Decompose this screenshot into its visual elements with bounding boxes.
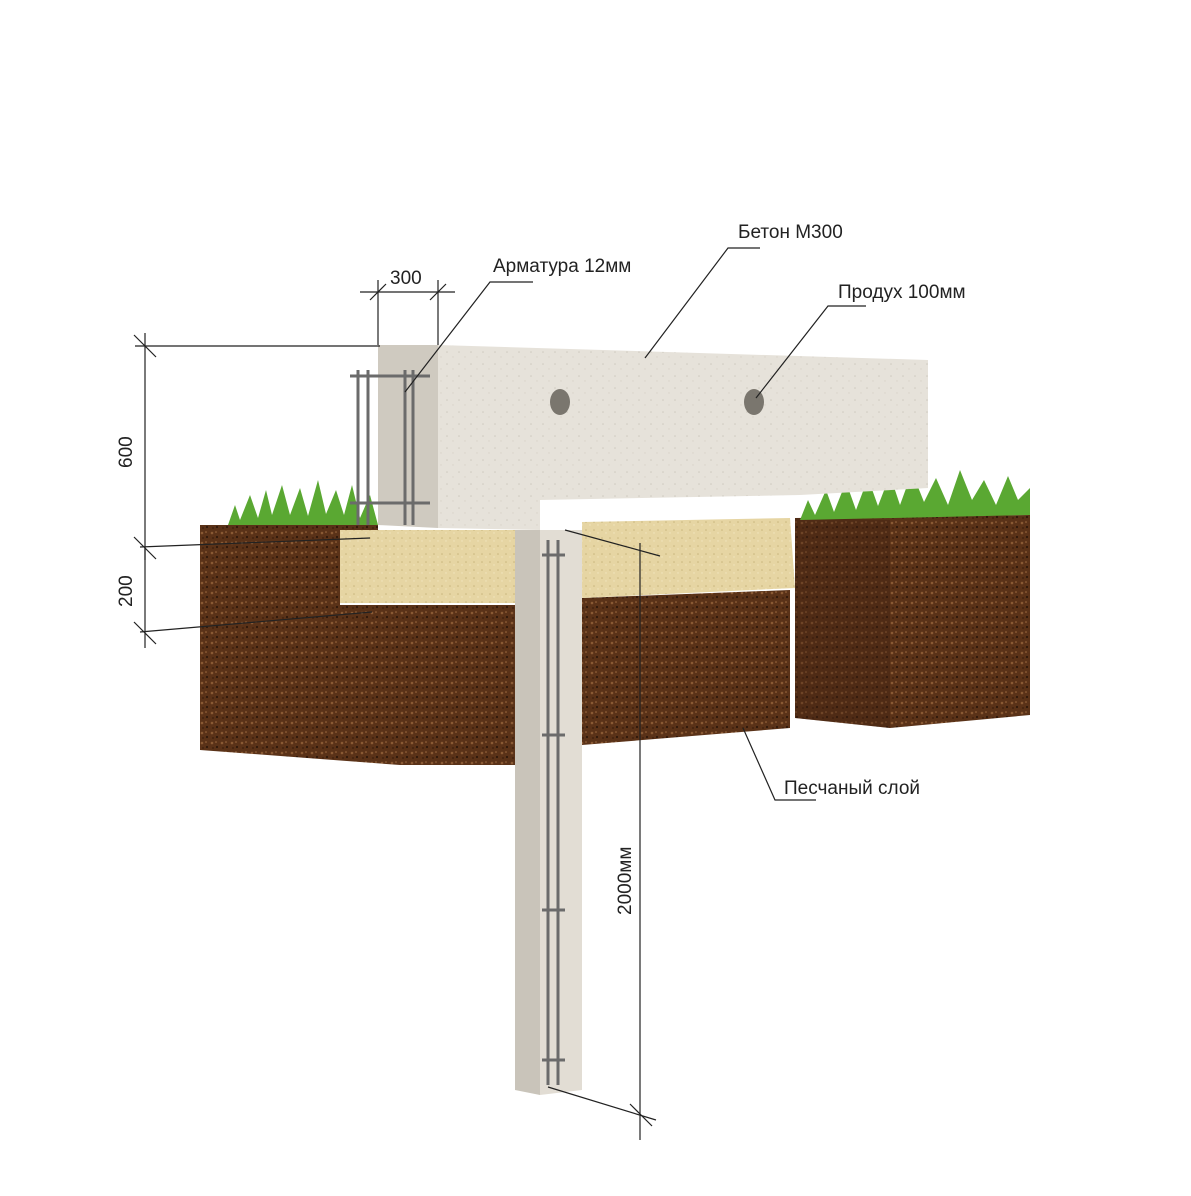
pile-side	[515, 530, 540, 1095]
leader-concrete	[644, 247, 760, 359]
soil-left-front	[200, 600, 540, 765]
wall-front	[438, 345, 928, 530]
vent-hole-left	[550, 389, 570, 415]
label-concrete: Бетон М300	[738, 222, 843, 243]
soil-blocks	[200, 515, 1030, 765]
soil-middle	[582, 590, 790, 745]
grass-right	[800, 470, 1030, 520]
dim-2000-ext-top	[564, 529, 661, 557]
grass	[228, 470, 1030, 525]
dim-300-tick-left	[369, 283, 387, 301]
soil-right-side-shade	[795, 518, 890, 728]
vent-hole-right	[744, 389, 764, 415]
dim-200-ext-bottom	[139, 611, 373, 633]
dim-height-sand-label: 200	[116, 575, 137, 607]
pile-front	[540, 530, 582, 1095]
soil-left-back	[200, 525, 378, 605]
label-sand: Песчаный слой	[784, 778, 920, 799]
dimension-lines	[133, 247, 866, 1140]
sand-layer-right	[582, 518, 795, 598]
dim-300-tick-right	[429, 283, 447, 301]
dim-200-tick-bottom	[133, 621, 157, 645]
dim-600-tick-top	[133, 334, 157, 358]
wall-side	[378, 345, 438, 528]
label-rebar: Арматура 12мм	[493, 256, 632, 277]
dim-pile-depth-label: 2000мм	[615, 846, 636, 915]
concrete-pile	[515, 530, 582, 1095]
dim-600-ext-bottom	[139, 537, 371, 548]
dim-height-wall-label: 600	[116, 436, 137, 468]
grass-left	[228, 480, 378, 525]
soil-right	[795, 515, 1030, 728]
dim-2000-tick-bottom	[629, 1103, 653, 1127]
leader-rebar	[404, 281, 533, 393]
dim-width-label: 300	[390, 268, 422, 289]
leader-vent	[755, 305, 866, 399]
wall-rebar-cage	[350, 370, 430, 525]
label-vent: Продух 100мм	[838, 282, 966, 303]
concrete-wall	[378, 345, 928, 530]
leader-sand	[742, 727, 816, 801]
dim-2000-ext-bottom	[547, 1086, 657, 1121]
sand-layer	[340, 530, 540, 603]
